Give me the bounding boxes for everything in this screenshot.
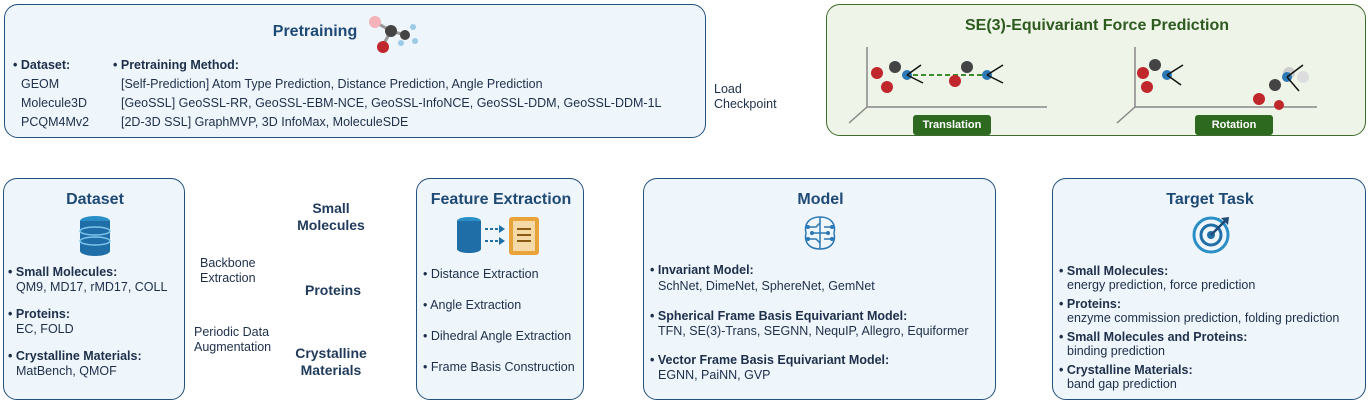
- feature-item-1: • Angle Extraction: [423, 298, 522, 312]
- target-group-2-items: binding prediction: [1067, 344, 1165, 358]
- model-group-1-header: • Spherical Frame Basis Equivariant Mode…: [650, 309, 908, 323]
- target-group-0-items: energy prediction, force prediction: [1067, 278, 1256, 292]
- feature-item-2: • Dihedral Angle Extraction: [423, 329, 572, 343]
- se3-box: SE(3)-Equivariant Force Prediction Trans…: [826, 4, 1366, 136]
- molecule-icon: [369, 16, 418, 53]
- target-group-3-items: band gap prediction: [1067, 377, 1177, 391]
- target-group-0-header: • Small Molecules:: [1059, 264, 1169, 278]
- database-to-document-icon: [457, 217, 539, 255]
- dataset-group-1-header: • Proteins:: [8, 307, 71, 321]
- model-group-2-items: EGNN, PaiNN, GVP: [658, 368, 771, 382]
- pretraining-dataset-header: • Dataset:: [13, 58, 71, 72]
- rotation-badge: Rotation: [1195, 115, 1273, 135]
- dataset-group-1-items: EC, FOLD: [16, 322, 74, 336]
- target-title: Target Task: [1166, 191, 1254, 208]
- pretraining-method-2: [2D-3D SSL] GraphMVP, 3D InfoMax, Molecu…: [121, 115, 409, 129]
- se3-title: SE(3)-Equivariant Force Prediction: [964, 17, 1230, 34]
- dataset-group-0-items: QM9, MD17, rMD17, COLL: [16, 280, 168, 294]
- dataset-group-2-items: MatBench, QMOF: [16, 364, 117, 378]
- pretraining-dataset-2: PCQM4Mv2: [21, 115, 90, 129]
- pretraining-dataset-1: Molecule3D: [21, 96, 88, 110]
- dataset-title: Dataset: [66, 191, 124, 208]
- feature-item-0: • Distance Extraction: [423, 267, 539, 281]
- database-icon: [79, 216, 111, 256]
- target-group-1-items: enzyme commission prediction, folding pr…: [1067, 311, 1340, 325]
- rotation-illustration: [1116, 47, 1317, 124]
- feature-extraction-box: Feature Extraction • Distance Extraction…: [416, 178, 584, 400]
- feature-item-3: • Frame Basis Construction: [423, 360, 575, 374]
- model-box: Model • Invariant Model: SchNet, DimeNet…: [643, 178, 996, 400]
- target-task-box: Target Task • Small Molecules: energy pr…: [1052, 178, 1366, 400]
- dataset-box: Dataset • Small Molecules: QM9, MD17, rM…: [3, 178, 185, 400]
- pretraining-dataset-0: GEOM: [21, 77, 60, 91]
- flow-proteins: Proteins: [304, 282, 361, 298]
- model-group-0-items: SchNet, DimeNet, SphereNet, GemNet: [658, 279, 875, 293]
- pretraining-method-1: [GeoSSL] GeoSSL-RR, GeoSSL-EBM-NCE, GeoS…: [121, 96, 662, 110]
- target-icon: [1192, 216, 1230, 254]
- target-group-2-header: • Small Molecules and Proteins:: [1059, 330, 1248, 344]
- dataset-group-2-header: • Crystalline Materials:: [8, 349, 142, 363]
- dataset-group-0-header: • Small Molecules:: [8, 265, 118, 279]
- model-group-1-items: TFN, SE(3)-Trans, SEGNN, NequIP, Allegro…: [658, 324, 969, 338]
- neural-network-icon: [804, 216, 836, 250]
- target-group-1-header: • Proteins:: [1059, 297, 1122, 311]
- model-group-2-header: • Vector Frame Basis Equivariant Model:: [650, 353, 890, 367]
- pretraining-box: Pretraining • Dataset: GEOM Molecule3D P…: [4, 4, 706, 138]
- translation-illustration: [848, 47, 1047, 124]
- model-group-0-header: • Invariant Model:: [650, 263, 754, 277]
- target-group-3-header: • Crystalline Materials:: [1059, 363, 1193, 377]
- pretraining-method-0: [Self-Prediction] Atom Type Prediction, …: [121, 77, 543, 91]
- model-title: Model: [797, 191, 844, 208]
- pretraining-title: Pretraining: [272, 23, 358, 40]
- translation-badge: Translation: [913, 115, 991, 135]
- pretraining-method-header: • Pretraining Method:: [113, 58, 239, 72]
- feature-title: Feature Extraction: [430, 191, 572, 208]
